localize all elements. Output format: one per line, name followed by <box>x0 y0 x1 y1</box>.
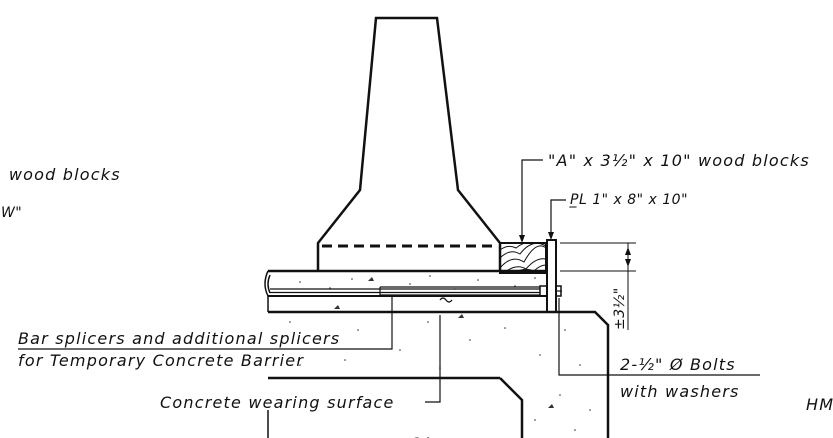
concrete-barrier-outline <box>316 16 502 271</box>
left-partial-w-label: "W" <box>0 205 22 221</box>
steel-plate <box>546 239 557 313</box>
wood-blocks-arrow <box>519 235 525 243</box>
concrete-stipple <box>289 275 591 431</box>
wood-blocks-leader <box>521 159 543 241</box>
dimension-marker <box>560 242 636 330</box>
dimension-label: ±3½" <box>612 287 628 330</box>
right-partial-label: HM <box>806 395 833 414</box>
plate-arrow <box>548 232 554 240</box>
plate-label: P̲L 1" x 8" x 10" <box>569 192 688 208</box>
bolts-label-line1: 2-½" Ø Bolts <box>620 355 736 374</box>
left-partial-wood-blocks-label: " wood blocks <box>0 165 121 184</box>
wood-block <box>499 242 547 274</box>
wearing-surface-leader <box>425 315 441 403</box>
bar-splicers-leader <box>18 297 393 350</box>
plate-leader <box>550 199 566 238</box>
bolts-label-line2: with washers <box>620 382 740 401</box>
bottom-partial-label: 24 <box>412 436 431 438</box>
deck-slab <box>264 269 548 312</box>
bolt-with-washer <box>539 285 562 297</box>
bar-splicer <box>270 286 540 303</box>
bar-splicers-label-line1: Bar splicers and additional splicers <box>18 329 340 348</box>
concrete-wearing-surface-label: Concrete wearing surface <box>160 393 395 412</box>
bar-splicers-label-line2: for Temporary Concrete Barrier <box>18 351 304 370</box>
wood-blocks-label: "A" x 3½" x 10" wood blocks <box>548 151 810 170</box>
bolts-leader <box>558 298 760 376</box>
wearing-surface-overlay <box>267 310 610 438</box>
